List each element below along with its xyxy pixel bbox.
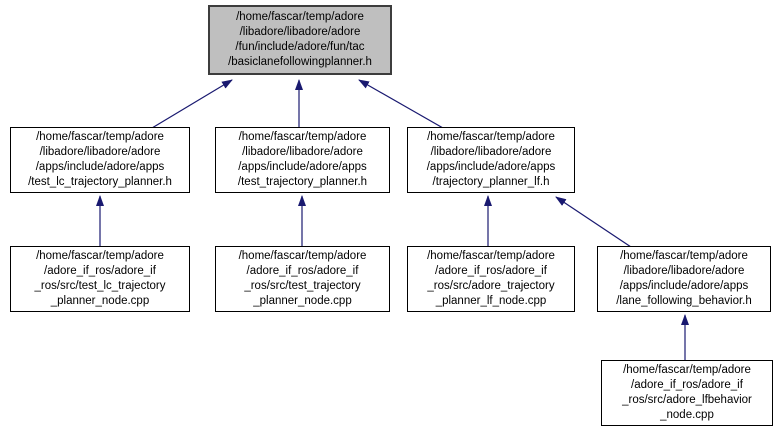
graph-node-adore-trajectory-planner-lf-node-cpp[interactable]: /home/fascar/temp/adore /adore_if_ros/ad…: [407, 246, 575, 312]
graph-node-test-trajectory-planner-node-cpp[interactable]: /home/fascar/temp/adore /adore_if_ros/ad…: [215, 246, 390, 312]
edge-trajectory-planner-lf-to-root: [358, 79, 444, 129]
graph-node-lane-following-behavior-h[interactable]: /home/fascar/temp/adore /libadore/libado…: [597, 246, 771, 312]
graph-node-trajectory-planner-lf-h[interactable]: /home/fascar/temp/adore /libadore/libado…: [407, 127, 575, 193]
graph-node-basiclanefollowingplanner-h[interactable]: /home/fascar/temp/adore /libadore/libado…: [208, 5, 392, 75]
graph-node-test-lc-trajectory-planner-node-cpp[interactable]: /home/fascar/temp/adore /adore_if_ros/ad…: [10, 246, 190, 312]
edge-lane-following-behavior-to-lf-header: [555, 196, 632, 248]
edge-test-lc-trajectory-planner-to-root: [151, 79, 233, 129]
graph-node-test-lc-trajectory-planner-h[interactable]: /home/fascar/temp/adore /libadore/libado…: [10, 127, 190, 193]
graph-node-test-trajectory-planner-h[interactable]: /home/fascar/temp/adore /libadore/libado…: [215, 127, 390, 193]
graph-node-adore-lfbehavior-node-cpp[interactable]: /home/fascar/temp/adore /adore_if_ros/ad…: [601, 360, 773, 426]
